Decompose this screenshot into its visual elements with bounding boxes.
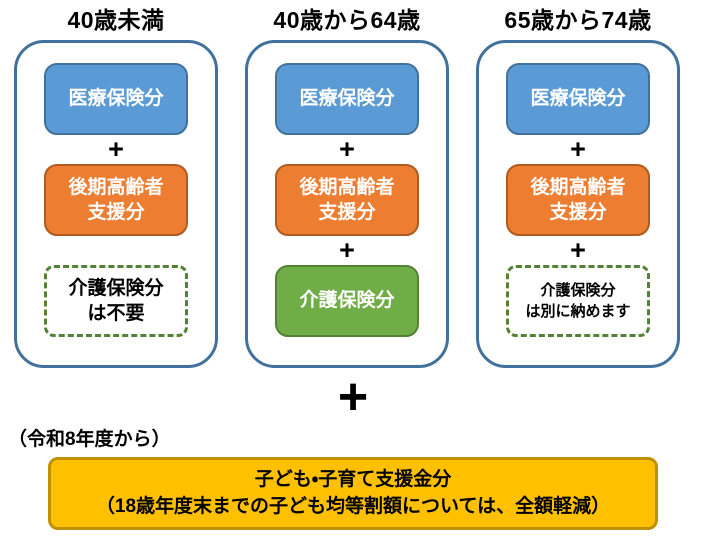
elderly-support-label-line2: 支援分: [549, 202, 607, 223]
child-support-contribution-box: 子ども・子育て支援金分 （18歳年度末までの子ども均等割額については、全額軽減）: [48, 457, 658, 531]
medical-insurance-box: 医療保険分: [506, 63, 650, 135]
age-column-title-40-64: 40歳から64歳: [273, 7, 421, 33]
elderly-support-label-line1: 後期高齢者: [299, 176, 395, 198]
medical-insurance-label: 医療保険分: [299, 88, 395, 110]
age-column-title-under-40: 40歳未満: [67, 7, 165, 33]
care-insurance-paid-separately-box: 介護保険分 は別に納めます: [506, 265, 650, 337]
care-insurance-label-line1: 介護保険分: [540, 282, 616, 299]
plus-icon: +: [506, 135, 650, 164]
care-insurance-box: 介護保険分: [275, 265, 419, 337]
age-column-under-40: 40歳未満 医療保険分 + 後期高齢者 支援分 + 介護保険分 は不要: [14, 6, 218, 368]
plus-glyph: +: [570, 235, 586, 265]
big-plus-icon: +: [337, 368, 369, 426]
medical-insurance-label: 医療保険分: [68, 88, 164, 110]
age-column-title-65-74: 65歳から74歳: [504, 7, 652, 33]
age-column-65-74: 65歳から74歳 医療保険分 + 後期高齢者 支援分 + 介護保険分 は別に納め…: [476, 6, 680, 368]
elderly-support-label-line2: 支援分: [87, 202, 145, 223]
care-insurance-label: 介護保険分: [299, 290, 395, 312]
elderly-support-label-line1: 後期高齢者: [68, 176, 164, 198]
care-insurance-label-line1: 介護保険分: [68, 277, 164, 299]
plus-glyph: +: [108, 134, 124, 164]
elderly-support-box: 後期高齢者 支援分: [275, 164, 419, 236]
effective-year-note: （令和8年度から）: [8, 429, 171, 450]
medical-insurance-label: 医療保険分: [530, 88, 626, 110]
plus-icon: +: [275, 135, 419, 164]
plus-icon: +: [275, 236, 419, 265]
age-columns: 40歳未満 医療保険分 + 後期高齢者 支援分 + 介護保険分 は不要: [14, 6, 680, 368]
plus-icon: +: [506, 236, 650, 265]
care-insurance-label-line2: は別に納めます: [525, 303, 631, 320]
plus-glyph: +: [339, 134, 355, 164]
age-column-40-64: 40歳から64歳 医療保険分 + 後期高齢者 支援分 + 介護保険分: [245, 6, 449, 368]
care-insurance-not-required-box: 介護保険分 は不要: [44, 265, 188, 337]
plus-glyph: +: [570, 134, 586, 164]
elderly-support-label-line2: 支援分: [318, 202, 376, 223]
care-insurance-label-line2: は不要: [87, 303, 145, 324]
elderly-support-box: 後期高齢者 支援分: [506, 164, 650, 236]
elderly-support-box: 後期高齢者 支援分: [44, 164, 188, 236]
age-column-container-65-74: 医療保険分 + 後期高齢者 支援分 + 介護保険分 は別に納めます: [476, 40, 680, 368]
plus-glyph: +: [339, 235, 355, 265]
medical-insurance-box: 医療保険分: [275, 63, 419, 135]
child-support-label-line1: 子ども・子育て支援金分: [254, 469, 452, 490]
elderly-support-label-line1: 後期高齢者: [530, 176, 626, 198]
child-support-label-line2: （18歳年度末までの子ども均等割額については、全額軽減）: [95, 495, 611, 517]
age-column-container-under-40: 医療保険分 + 後期高齢者 支援分 + 介護保険分 は不要: [14, 40, 218, 368]
plus-icon: +: [44, 135, 188, 164]
medical-insurance-box: 医療保険分: [44, 63, 188, 135]
age-column-container-40-64: 医療保険分 + 後期高齢者 支援分 + 介護保険分: [245, 40, 449, 368]
